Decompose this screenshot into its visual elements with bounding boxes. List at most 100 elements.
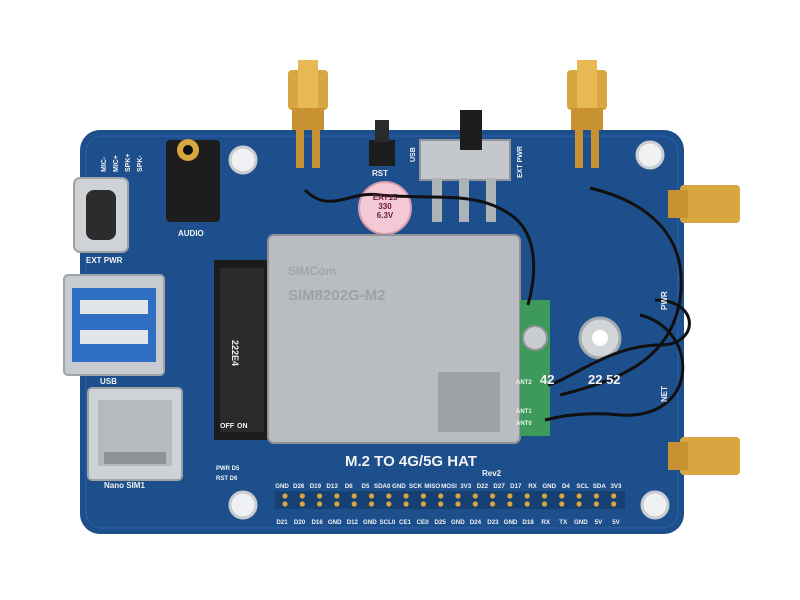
capacitor-line-2: 330 [378,202,392,211]
gpio-label: D21 [276,519,288,526]
silkscreen: MIC- MIC+ SPK+ SPK- AUDIO EXT PWR USB RS… [86,146,669,490]
gpio-pin [403,501,409,507]
gpio-label: D5 [362,483,370,490]
gpio-label: D12 [347,519,359,526]
gpio-label: SCL0 [380,519,396,526]
reset-button [369,120,395,166]
gpio-pin [420,501,426,507]
gpio-header [275,491,625,509]
gpio-label: MISO [424,483,440,490]
label-rst-d6: RST D6 [216,476,238,482]
gpio-pin [299,493,305,499]
gpio-label: 3V3 [460,483,472,490]
label-rst: RST [372,169,388,178]
gpio-pin [455,501,461,507]
capacitor-line-1: EAY15 [373,193,398,202]
gpio-pin [368,493,375,499]
gpio-label: SDA0 [374,483,391,490]
board-revision: Rev2 [482,469,502,478]
gpio-pin [472,501,478,507]
label-ant1: ANT1 [516,409,532,415]
gpio-label: GND [504,519,518,526]
gpio-pin [420,493,426,499]
label-m2-slot: 222E4 [230,340,240,366]
label-dip-on: ON [237,423,248,430]
label-ant0: ANT0 [516,421,532,427]
gpio-label: D4 [562,483,570,490]
gpio-pin [386,493,392,499]
gpio-pin [386,501,392,507]
capacitor-markings: EAY15 330 6.3V [373,193,398,220]
gpio-pin [282,493,288,499]
gpio-pin [507,493,513,499]
gpio-pin [611,501,617,507]
sma-antenna-top-left [288,60,328,168]
module-model: SIM8202G-M2 [288,287,386,304]
gpio-pin [611,493,617,499]
gpio-pin [334,493,340,499]
gpio-label: MOSI [441,483,457,490]
gpio-label: D26 [293,483,305,490]
audio-jack [166,139,220,222]
label-usb-port: USB [100,377,117,386]
label-dip-off: OFF [220,423,235,430]
label-ext-pwr-right: EXT PWR [517,146,524,178]
label-42: 42 [540,372,554,387]
gpio-label: D17 [510,483,522,490]
gpio-label: GND [275,483,289,490]
label-audio: AUDIO [178,229,204,238]
gpio-pin [403,493,409,499]
gpio-label: GND [328,519,342,526]
gpio-label: GND [451,519,465,526]
label-ant2: ANT2 [516,380,532,386]
label-nano-sim: Nano SIM1 [104,481,145,490]
gpio-pin [455,493,461,499]
sma-antenna-right-top [668,185,740,223]
gpio-label: D23 [487,519,499,526]
gpio-label: D27 [493,483,505,490]
gpio-pin [576,493,582,499]
gpio-label: D13 [326,483,338,490]
gpio-pin [351,501,357,507]
gpio-pin [368,501,375,507]
board-title: M.2 TO 4G/5G HAT [345,453,477,470]
module-brand: SIMCom [288,264,336,278]
label-ext-pwr-left: EXT PWR [86,256,123,265]
mounting-holes [228,140,670,520]
label-pwr-d5: PWR D5 [216,466,240,472]
gpio-label: D20 [294,519,306,526]
gpio-label: SDA [593,483,607,490]
label-net-led: NET [660,386,669,402]
gpio-label: SCL [576,483,589,490]
gpio-pin [472,493,478,499]
gpio-pin [438,501,444,507]
capacitor-line-3: 6.3V [377,211,394,220]
gpio-pin [299,501,305,507]
gpio-pin [541,493,548,499]
gpio-pin [576,501,582,507]
label-spk-minus: SPK- [137,155,144,172]
gpio-pin [438,493,444,499]
gpio-pin [351,493,357,499]
label-2252: 22 52 [588,372,621,387]
gpio-label: D6 [345,483,353,490]
sma-antenna-top-right [567,60,607,168]
gpio-label: GND [392,483,406,490]
gpio-label: RX [528,483,537,490]
gpio-pin [541,501,548,507]
gpio-label: SCK [409,483,423,490]
gpio-label: 5V [595,519,603,526]
gpio-pin [334,501,340,507]
gpio-pin [593,493,600,499]
gpio-label: RX [541,519,550,526]
gpio-label: 3V3 [610,483,622,490]
gpio-pins [282,493,617,507]
module-markings: SIMCom SIM8202G-M2 [288,264,386,304]
usb-a-port [63,274,165,376]
label-usb-switch: USB [410,147,417,162]
gpio-label: GND [574,519,588,526]
label-mic-plus: MIC+ [113,155,120,172]
